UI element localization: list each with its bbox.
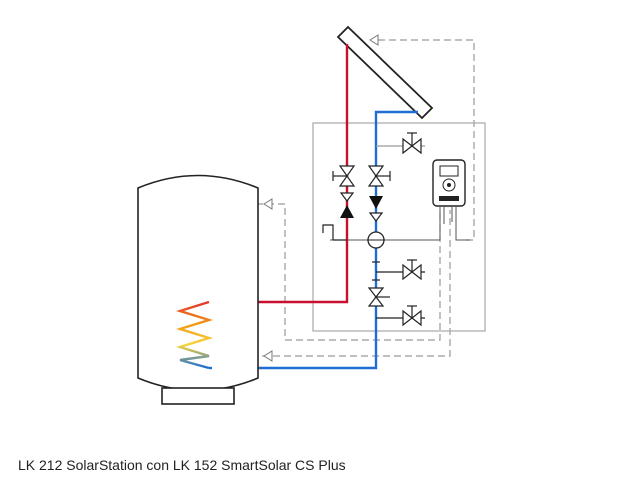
storage-tank	[137, 174, 259, 405]
fill-valve	[376, 259, 425, 281]
controller-cables	[330, 206, 470, 241]
tank-foot	[161, 387, 235, 405]
circulation-pump-icon	[367, 231, 385, 249]
cold-line-valve	[367, 165, 391, 187]
tank-bottom-sensor-arrow-icon	[263, 350, 273, 362]
safety-relief-icon	[322, 224, 347, 241]
controller-display	[439, 165, 459, 177]
solar-station-diagram	[137, 25, 486, 405]
hot-line-check-valve-housing	[339, 192, 355, 202]
heat-exchanger-coil	[175, 300, 214, 370]
hot-line-check-valve-icon	[340, 205, 354, 218]
pipe-tee-marks	[372, 261, 380, 281]
drain-valve	[376, 305, 425, 327]
top-branch-valve	[376, 132, 425, 155]
solar-station-box	[312, 122, 486, 332]
cold-line-check-valve-icon	[369, 196, 383, 209]
diagram-caption: LK 212 SolarStation con LK 152 SmartSola…	[18, 457, 346, 473]
smartsolar-controller	[432, 159, 466, 207]
sensor-arrows	[263, 34, 379, 362]
hot-line-valve	[332, 165, 356, 187]
tank-bottom-sensor-line	[240, 210, 451, 357]
flow-regulator-valve	[367, 287, 390, 307]
cold-line-check-valve-housing	[368, 212, 384, 222]
collector-sensor-arrow-icon	[369, 34, 379, 46]
solar-collector	[336, 25, 434, 120]
tank-top-sensor-arrow-icon	[263, 198, 273, 210]
